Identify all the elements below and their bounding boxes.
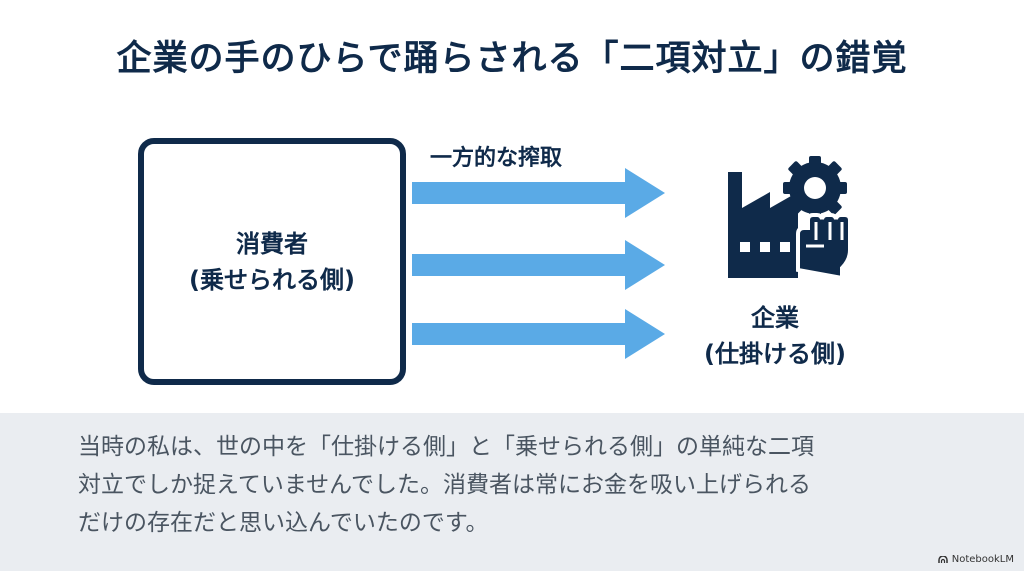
caption-text: 当時の私は、世の中を「仕掛ける側」と「乗せられる側」の単純な二項 対立でしか捉え… — [78, 428, 958, 542]
arrow-bottom — [412, 309, 665, 359]
arrow-label: 一方的な搾取 — [430, 146, 563, 171]
notebooklm-logo-icon — [938, 555, 948, 563]
arrow-top — [412, 168, 665, 218]
watermark-text: NotebookLM — [951, 554, 1014, 565]
caption-line-3: だけの存在だと思い込んでいたのです。 — [78, 510, 489, 536]
arrow-middle — [412, 240, 665, 290]
company-label-group: 企業 (仕掛ける側) — [690, 300, 860, 372]
slide-title: 企業の手のひらで踊らされる「二項対立」の錯覚 — [116, 39, 908, 79]
company-label: 企業 — [751, 304, 799, 332]
caption-band — [0, 413, 1024, 571]
caption-line-2: 対立でしか捉えていませんでした。消費者は常にお金を吸い上げられる — [78, 472, 812, 498]
company-sublabel: (仕掛ける側) — [704, 340, 846, 368]
notebooklm-watermark: NotebookLM — [938, 554, 1014, 565]
factory-gear-fist-icon — [728, 156, 852, 281]
caption-line-1: 当時の私は、世の中を「仕掛ける側」と「乗せられる側」の単純な二項 — [78, 434, 814, 460]
consumer-box: 消費者 (乗せられる側) — [138, 138, 406, 385]
consumer-label: 消費者 — [236, 229, 308, 258]
consumer-sublabel: (乗せられる側) — [189, 265, 355, 294]
